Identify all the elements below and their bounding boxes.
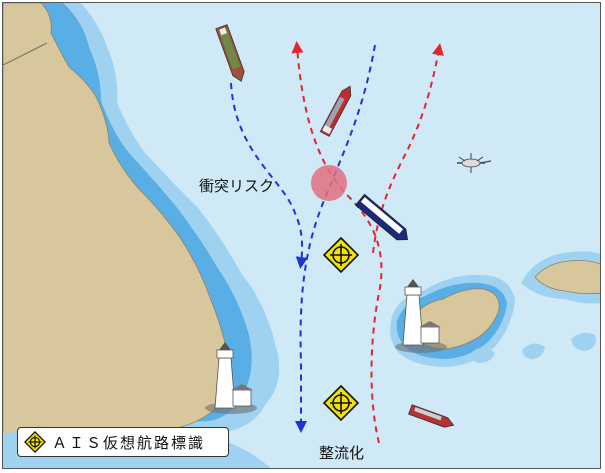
traffic-regulation-label: 整流化 xyxy=(319,444,364,462)
red-route-right xyxy=(372,43,444,254)
map-canvas: 衝突リスク 整流化 xyxy=(3,3,600,468)
ais-virtual-aid-icon xyxy=(24,431,46,453)
islet-2 xyxy=(522,343,545,359)
legend-label: ＡＩＳ仮想航路標識 xyxy=(52,433,206,452)
islet-1 xyxy=(571,332,596,351)
lighthouse-left-icon xyxy=(205,342,257,414)
helicopter-icon xyxy=(457,153,492,173)
far-right-island-land xyxy=(534,260,600,295)
collision-risk-circle xyxy=(311,165,347,201)
lighthouse-right-icon xyxy=(395,279,447,353)
ais-virtual-aid-marker-upper xyxy=(322,236,360,274)
red-route-left xyxy=(291,41,383,444)
ship-small-icon xyxy=(408,404,455,428)
blue-route-main xyxy=(295,44,376,433)
ship-ferry-icon xyxy=(354,193,408,241)
islet-3 xyxy=(471,347,495,363)
blue-route-left xyxy=(230,82,308,269)
legend: ＡＩＳ仮想航路標識 xyxy=(17,427,229,457)
ship-cargo-icon xyxy=(215,24,245,82)
ais-virtual-aid-marker-lower xyxy=(322,384,360,422)
ship-tanker-icon xyxy=(319,85,352,137)
land-border-line xyxy=(3,42,48,66)
chart-map: 衝突リスク 整流化 ＡＩＳ仮想航路標識 xyxy=(2,2,601,469)
collision-risk-label: 衝突リスク xyxy=(199,177,274,195)
